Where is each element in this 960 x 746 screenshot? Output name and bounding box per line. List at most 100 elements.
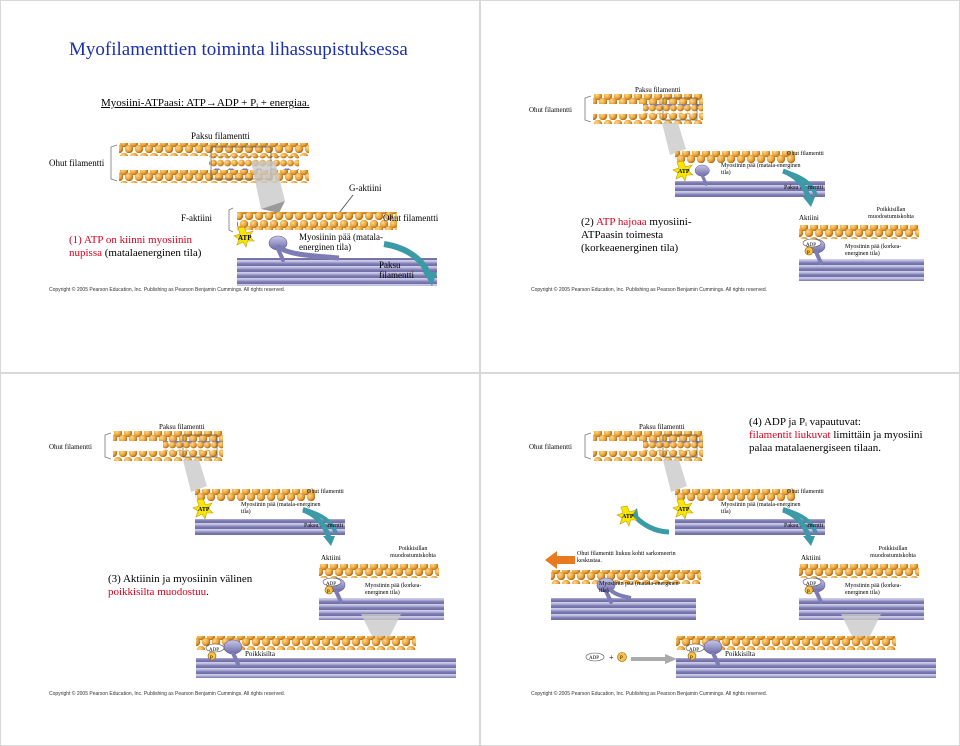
caption-3: (3) Aktiinin ja myosiinin välinen poikki… <box>108 573 258 599</box>
caption-3-black: (3) Aktiinin ja myosiinin välinen <box>108 573 253 585</box>
caption-4-line1: (4) ADP ja Pᵢ vapautuvat: <box>749 416 861 428</box>
down-funnel <box>361 614 401 642</box>
label-myosiinin-paa: Myosiinin pää (matala-energinen tila) <box>299 232 383 252</box>
label-myosiinin-paa-korkea: Myosiinin pää (korkea-energinen tila) <box>845 244 902 257</box>
label-poikkisilta: Poikkisilta <box>245 650 275 658</box>
slide-2: Paksu filamentti Ohut filamentti ATP Myo… <box>480 0 960 373</box>
label-aktiini: Aktiini <box>321 554 341 562</box>
label-myosiinin-paa: Myosiinin pää (matala-energinen tila) <box>241 502 321 515</box>
caption-2-black: myosiini-ATPaasin toimesta (korkeaenergi… <box>581 216 692 254</box>
label-ohut-2: Ohut filamentti <box>787 151 824 157</box>
actin-strand <box>237 212 397 230</box>
overview-filaments <box>584 431 703 461</box>
slide-figure <box>551 570 701 620</box>
label-paksu: Paksu filamentti <box>191 131 250 141</box>
detail-figure-4b <box>799 564 924 620</box>
caption-1-black: (matalaenerginen tila) <box>104 247 202 259</box>
label-poikkisilta: Poikkisilta <box>725 650 755 658</box>
label-paksu-2: Paksu filamentti <box>379 260 414 280</box>
detail-figure-4 <box>675 489 825 535</box>
slide-3: Paksu filamentti Ohut filamentti ATP Myo… <box>0 373 480 746</box>
atp-label: ATP <box>198 507 210 513</box>
bracket <box>110 144 118 182</box>
overview-filaments <box>104 431 223 461</box>
zoom-funnel <box>663 460 687 492</box>
label-poikkisillan: Poikkisillan muodostumiskohta <box>868 207 914 220</box>
slide-title: Myofilamenttien toiminta lihassupistukse… <box>69 39 408 60</box>
caption-4-red: filamentit liukuvat <box>749 429 831 441</box>
copyright: Copyright © 2005 Pearson Education, Inc.… <box>49 691 286 697</box>
crossbridge-figure <box>196 636 456 678</box>
thin-filament-top <box>119 143 309 156</box>
label-paksu: Paksu filamentti <box>159 423 205 431</box>
atp-label: ATP <box>238 234 252 242</box>
label-ohut-2: Ohut filamentti <box>307 489 344 495</box>
crossbridge-figure <box>676 636 936 678</box>
detail-figure-2b <box>799 225 924 281</box>
detail-figure-3 <box>195 489 345 535</box>
label-myosiinin-paa-matala2: Myosiinin pää (matala-energinen tila) <box>599 581 679 594</box>
plus-sign: + <box>609 653 614 662</box>
adp-label: ADP <box>806 582 817 587</box>
formula: Myosiini-ATPaasi: ATP→ADP + Pᵢ + energia… <box>101 97 310 109</box>
copyright: Copyright © 2005 Pearson Education, Inc.… <box>531 287 768 293</box>
label-poikkisillan: Poikkisillan muodostumiskohta <box>870 546 916 559</box>
slide-1: Myofilamenttien toiminta lihassupistukse… <box>0 0 480 373</box>
copyright: Copyright © 2005 Pearson Education, Inc.… <box>49 287 286 293</box>
overview-filaments <box>584 94 703 124</box>
detail-figure-1 <box>228 207 437 286</box>
caption-4: (4) ADP ja Pᵢ vapautuvat: filamentit liu… <box>749 416 929 455</box>
slide-4: Paksu filamentti Ohut filamentti ATP Myo… <box>480 373 960 746</box>
label-poikkisillan: Poikkisillan muodostumiskohta <box>390 546 436 559</box>
p-label: P <box>210 656 213 661</box>
atp-label: ATP <box>678 507 690 513</box>
zoom-funnel <box>662 123 686 155</box>
label-paksu: Paksu filamentti <box>639 423 685 431</box>
atp-label-small: ATP <box>622 514 634 520</box>
label-liukuu: Ohut filamentti liukuu kohti sarkomeerin… <box>577 551 676 564</box>
released-p-label: P <box>620 656 623 661</box>
adp-label: ADP <box>806 243 817 248</box>
detail-figure-3b <box>319 564 444 620</box>
label-f-aktiini: F-aktiini <box>181 213 212 223</box>
label-g-aktiini: G-aktiini <box>349 183 382 193</box>
caption-1: (1) ATP on kiinni myosiinin nupissa (mat… <box>69 234 219 260</box>
p-label: P <box>807 590 810 595</box>
label-myosiinin-paa-korkea: Myosiinin pää (korkea-energinen tila) <box>365 583 422 596</box>
adp-label: ADP <box>326 582 337 587</box>
down-funnel <box>841 614 881 642</box>
p-label: P <box>807 251 810 256</box>
caption-2-prefix: (2) <box>581 216 596 228</box>
label-ohut-2: Ohut filamentti <box>787 489 824 495</box>
atp-label: ATP <box>678 169 690 175</box>
orange-left-arrow <box>545 551 575 569</box>
released-adp <box>585 652 605 662</box>
p-label: P <box>327 590 330 595</box>
label-paksu: Paksu filamentti <box>635 86 681 94</box>
caption-3-red: poikkisilta muodostuu <box>108 586 207 598</box>
caption-1-red: (1) ATP on kiinni myosiinin nupissa <box>69 234 193 259</box>
adp-label: ADP <box>689 648 700 653</box>
label-ohut: Ohut filamentti <box>49 158 105 168</box>
zoom-funnel <box>251 161 285 213</box>
zoom-funnel <box>183 460 207 492</box>
caption-2-red: ATP hajoaa <box>595 216 647 228</box>
curved-arrow <box>782 507 815 546</box>
caption-3-end: . <box>206 586 209 598</box>
label-ohut-2: Ohut filamentti <box>383 213 439 223</box>
label-myosiinin-paa: Myosiinin pää (matala-energinen tila) <box>721 163 801 176</box>
caption-2: (2) ATP hajoaa myosiini-ATPaasin toimest… <box>581 216 731 255</box>
label-ohut: Ohut filamentti <box>529 106 572 114</box>
label-myosiinin-paa: Myosiinin pää (matala-energinen tila) <box>721 502 801 515</box>
myosin-thick-filament <box>237 258 437 286</box>
adp-label: ADP <box>209 648 220 653</box>
released-p <box>617 652 627 662</box>
copyright: Copyright © 2005 Pearson Education, Inc.… <box>531 691 768 697</box>
released-adp-label: ADP <box>589 656 600 661</box>
label-ohut: Ohut filamentti <box>529 443 572 451</box>
release-arrow <box>631 654 677 664</box>
curved-arrow <box>302 507 335 546</box>
label-ohut: Ohut filamentti <box>49 443 92 451</box>
curved-arrow <box>782 168 815 207</box>
caption-4-black: limittäin ja myosiini palaa matalaenergi… <box>749 429 923 454</box>
